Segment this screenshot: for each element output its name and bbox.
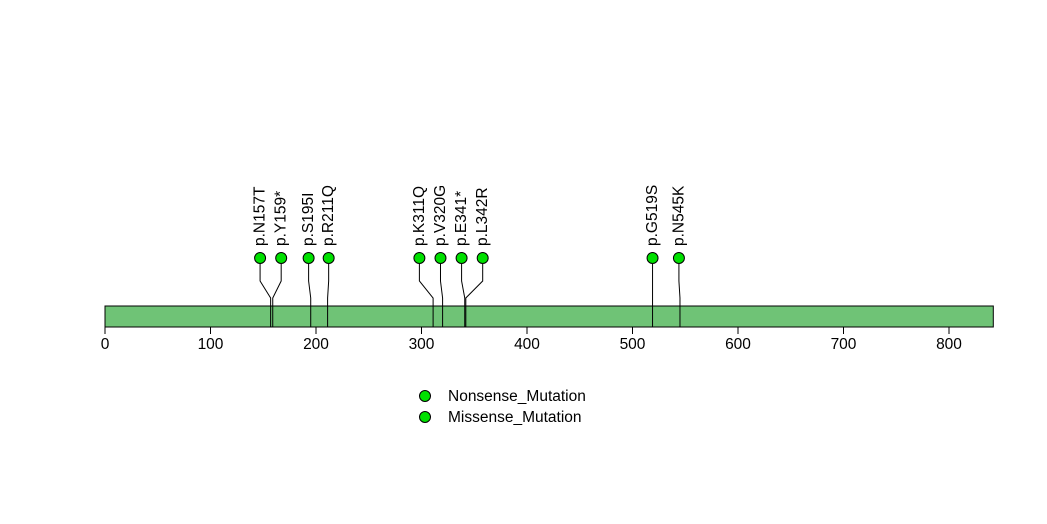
mutation-point [434,252,447,264]
axis-tick-label: 200 [303,336,329,353]
mutation-point [646,252,659,264]
mutation-point [254,252,267,264]
mutation-label: p.G519S [644,185,661,246]
mutation-point [322,252,335,264]
axis-tick-label: 0 [101,336,110,353]
axis-tick-label: 700 [831,336,857,353]
legend-label-missense-mutation: Missense_Mutation [448,409,582,426]
mutation-point [672,252,685,264]
mutation-label: p.S195I [300,193,317,246]
mutation-label: p.N157T [252,186,269,246]
axis-tick-label: 100 [198,336,224,353]
lollipop-stems-layer [259,264,681,327]
axis-tick-label: 500 [620,336,646,353]
mutation-point [455,252,468,264]
lollipop-stem [308,264,312,327]
legend: Nonsense_Mutation Missense_Mutation [419,388,586,426]
legend-label-nonsense-mutation: Nonsense_Mutation [448,388,586,405]
lollipop-stem [465,264,484,327]
mutation-label: p.Y159* [273,191,290,246]
lollipop-stem [272,264,282,327]
axis-layer: 0 100 200 300 400 500 600 700 800 [101,327,962,353]
mutation-point [302,252,315,264]
lollipop-stem [259,264,272,327]
gene-body-bar [104,305,994,328]
mutation-point [413,252,426,264]
lollipop-stem [327,264,330,327]
mutation-label: p.K311Q [411,186,428,246]
axis-tick-label: 800 [936,336,962,353]
legend-swatch-nonsense-mutation [419,390,431,402]
lollipop-stem [461,264,466,327]
mutation-points-layer [254,252,685,264]
axis-tick-label: 400 [514,336,540,353]
mutation-point [275,252,288,264]
lollipop-stem [439,264,444,327]
lollipop-stem [418,264,434,327]
lollipop-stem [678,264,681,327]
mutation-label: p.N545K [670,185,687,246]
axis-tick-label: 600 [725,336,751,353]
mutation-label: p.R211Q [320,185,337,246]
axis-tick-label: 300 [409,336,435,353]
mutation-label: p.L342R [474,187,491,246]
mutation-label: p.E341* [453,191,470,246]
legend-swatch-missense-mutation [419,411,431,423]
mutation-point [476,252,489,264]
mutation-label: p.V320G [432,185,449,246]
